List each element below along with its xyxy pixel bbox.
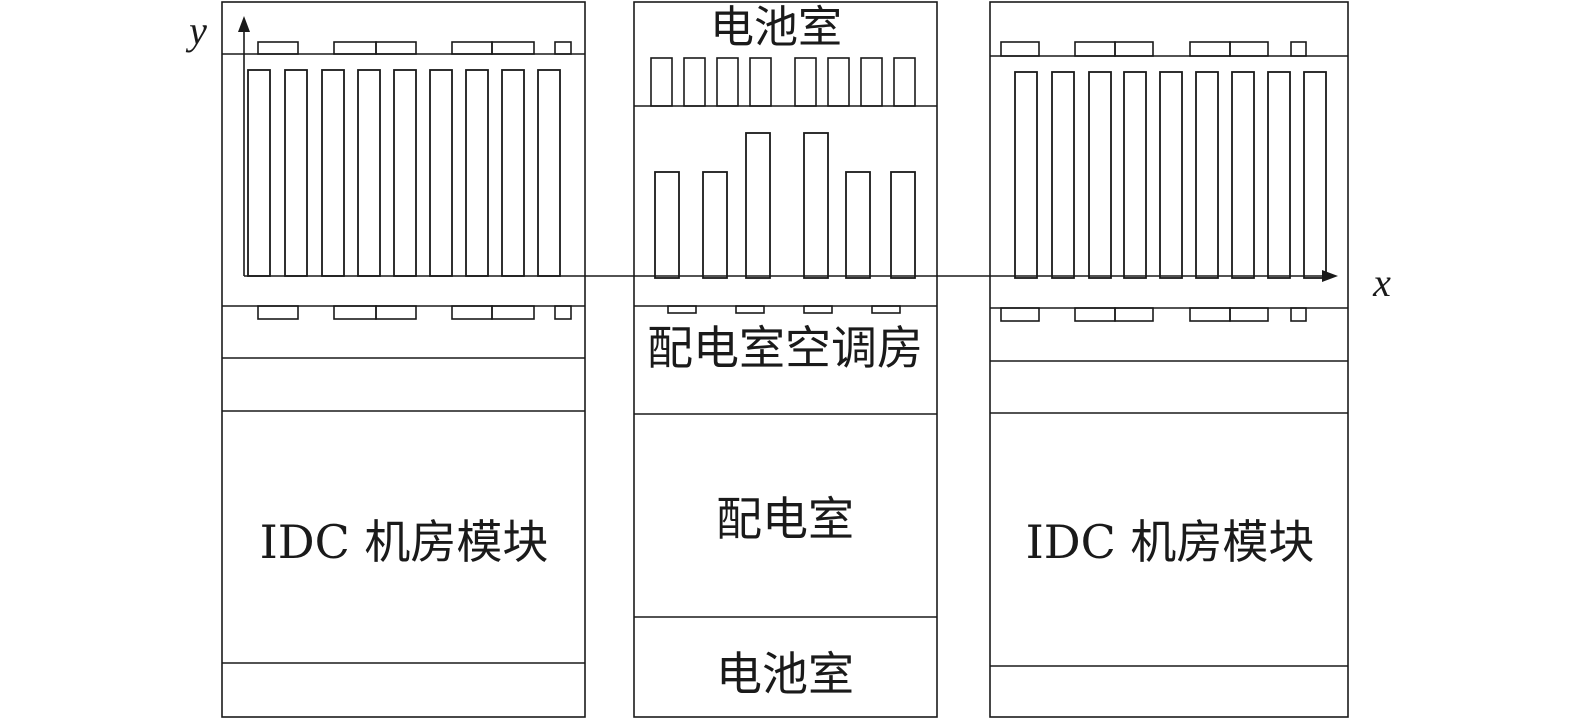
center-building-outline [633,1,938,718]
left-server-rack [357,69,381,277]
battery-rack [860,57,883,107]
right-server-rack [1231,71,1255,279]
center-small-unit [803,305,833,314]
right-top-unit [1074,41,1116,57]
left-bottom-unit [333,305,377,320]
equipment-cabinet [702,171,728,279]
left-bottom-unit [491,305,535,320]
battery-rack [650,57,673,107]
right-top-unit [1189,41,1231,57]
left-server-rack [284,69,308,277]
left-module-outline [221,1,586,718]
equipment-cabinet [890,171,916,279]
hvac-room-label: 配电室空调房 [647,321,923,375]
bottom-battery-room-label: 电池室 [716,647,854,701]
equipment-cabinet [845,171,871,279]
x-axis-arrowhead [1322,270,1338,282]
equipment-cabinet [803,132,829,279]
center-small-unit [871,305,901,314]
left-server-rack [247,69,271,277]
coordinate-axes: x y [185,8,1391,305]
right-bottom-unit [1074,307,1116,322]
x-axis-label: x [1372,260,1391,305]
left-top-unit [333,41,377,55]
y-axis-arrowhead [238,16,250,32]
right-idc-module: IDC 机房模块 [989,1,1349,718]
battery-rack [827,57,850,107]
center-small-unit [667,305,697,314]
right-server-rack [1267,71,1291,279]
right-server-rack [1014,71,1038,279]
y-axis-label: y [185,8,207,53]
left-server-rack [321,69,345,277]
right-server-rack [1303,71,1327,279]
top-battery-room-label: 电池室 [710,2,842,53]
battery-rack [893,57,916,107]
center-building: 电池室 配电室空调房 配电室 电池室 [633,1,938,718]
left-server-rack [465,69,489,277]
right-bottom-unit [1290,307,1307,322]
distribution-room-label: 配电室 [716,492,854,546]
left-idc-module: IDC 机房模块 [221,1,586,718]
right-bottom-unit [1114,307,1154,322]
right-server-rack [1088,71,1112,279]
right-module-label: IDC 机房模块 [1026,515,1315,569]
left-server-rack [537,69,561,277]
right-server-rack [1159,71,1183,279]
center-small-unit [735,305,765,314]
right-bottom-unit [1189,307,1231,322]
left-top-unit [257,41,299,55]
left-top-unit [375,41,417,55]
left-server-rack [393,69,417,277]
right-server-rack [1051,71,1075,279]
equipment-cabinet [654,171,680,279]
battery-rack [794,57,817,107]
left-server-rack [501,69,525,277]
right-top-unit [1229,41,1269,57]
left-server-rack [429,69,453,277]
right-module-outline [989,1,1349,718]
equipment-cabinet [745,132,771,279]
right-bottom-unit [1229,307,1269,322]
right-top-unit [1114,41,1154,57]
right-server-rack [1123,71,1147,279]
left-top-unit [451,41,493,55]
right-top-unit [1290,41,1307,57]
left-bottom-unit [257,305,299,320]
left-bottom-unit [375,305,417,320]
left-bottom-unit [451,305,493,320]
right-server-rack [1195,71,1219,279]
left-top-unit [491,41,535,55]
right-top-unit [1000,41,1040,57]
battery-rack [683,57,706,107]
left-bottom-unit [554,305,572,320]
left-module-label: IDC 机房模块 [260,515,549,569]
left-top-unit [554,41,572,55]
battery-rack [749,57,772,107]
battery-rack [716,57,739,107]
right-bottom-unit [1000,307,1040,322]
